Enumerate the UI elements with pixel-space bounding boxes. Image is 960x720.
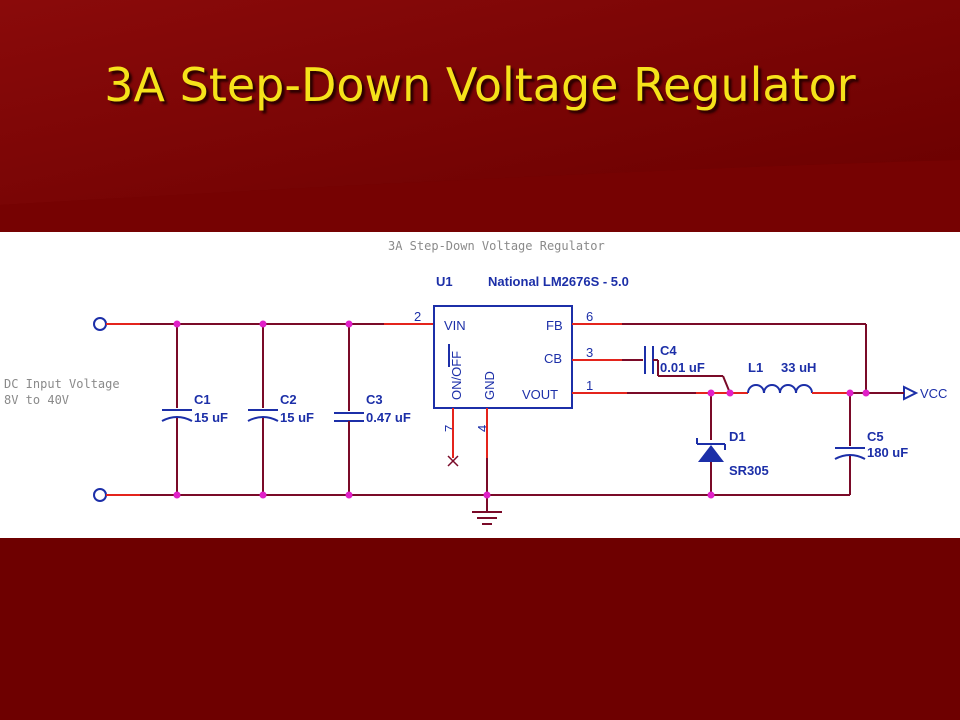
capacitor-c2 [247,324,279,495]
input-terminal-bottom [93,488,107,502]
c3-value: 0.47 uF [366,410,411,425]
pin-label-gnd: GND [482,371,497,400]
l1-value: 33 uH [781,360,816,375]
input-terminal-top [93,317,107,331]
c5-ref: C5 [867,429,884,444]
l1-ref: L1 [748,360,763,375]
svg-text:2: 2 [414,309,421,324]
no-connect-marker [447,455,459,467]
ground-symbol [472,511,502,525]
capacitor-c3 [334,324,364,495]
pin-label-fb: FB [546,318,563,333]
pin-number-on-off: 7 [442,425,457,432]
pin-label-cb: CB [544,351,562,366]
junction-dots [173,320,870,499]
input-label-line2: 8V to 40V [4,393,69,407]
pin-number-fb: 6 [586,309,593,324]
capacitor-c5 [834,393,866,495]
c1-ref: C1 [194,392,211,407]
slide-title: 3A Step-Down Voltage Regulator [104,58,856,112]
pin-number-gnd: 4 [475,425,490,432]
capacitor-c1 [161,324,193,495]
c4-ref: C4 [660,343,677,358]
pin-number-vout: 1 [586,378,593,393]
c4-value: 0.01 uF [660,360,705,375]
pin-number-cb: 3 [586,345,593,360]
d1-ref: D1 [729,429,746,444]
ic-u1-body [433,305,573,409]
c5-value: 180 uF [867,445,908,460]
schematic-heading: 3A Step-Down Voltage Regulator [388,239,605,253]
c1-value: 15 uF [194,410,228,425]
pin-label-on-off: ON/OFF [449,351,464,400]
ic-part: National LM2676S - 5.0 [488,274,629,289]
d1-value: SR305 [729,463,769,478]
c2-value: 15 uF [280,410,314,425]
pin-label-vout: VOUT [522,387,558,402]
ic-ref: U1 [436,274,453,289]
schematic-diagram: 3A Step-Down Voltage Regulator U1 Nation… [0,232,960,538]
vcc-label: VCC [920,386,947,401]
c3-ref: C3 [366,392,383,407]
pin-label-vin: VIN [444,318,466,333]
diode-d1 [696,438,726,462]
c2-ref: C2 [280,392,297,407]
input-label-line1: DC Input Voltage [4,377,120,391]
inductor-l1 [747,384,813,394]
